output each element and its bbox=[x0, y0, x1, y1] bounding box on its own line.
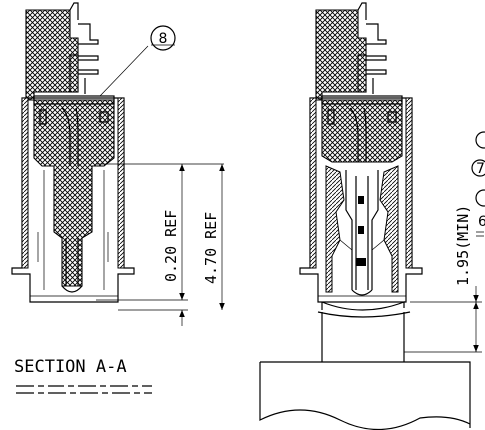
callout-6-label: 6 bbox=[478, 214, 485, 230]
mating-board bbox=[259, 361, 471, 430]
left-top-tab bbox=[69, 2, 79, 20]
callout-leader-line bbox=[99, 45, 149, 97]
right-section-view bbox=[259, 2, 471, 430]
dim-4-70-ref: 4.70 REF bbox=[202, 212, 220, 284]
section-a-a-title: SECTION A-A bbox=[14, 357, 127, 377]
mating-board-outline bbox=[321, 301, 405, 311]
right-insulator bbox=[321, 99, 403, 163]
section-label: SECTION A-A bbox=[14, 357, 152, 394]
left-contact-pin bbox=[61, 107, 79, 166]
right-dimensions: 1.95(MIN) bbox=[404, 205, 482, 353]
dim-0-20-ref: 0.20 REF bbox=[162, 210, 180, 282]
right-edge-callouts: 7 6 bbox=[471, 131, 485, 237]
left-right-pins bbox=[78, 23, 99, 94]
left-housing-pin-block bbox=[69, 54, 79, 93]
left-section-view bbox=[11, 2, 149, 303]
callout-8: 8 bbox=[150, 25, 176, 51]
callout-8-label: 8 bbox=[159, 31, 168, 47]
right-contact-springs bbox=[325, 107, 399, 296]
left-dimensions: 0.20 REF 4.70 REF bbox=[96, 163, 225, 326]
left-insulator bbox=[33, 99, 115, 287]
right-right-pins bbox=[366, 23, 387, 94]
dim-1-95-min: 1.95(MIN) bbox=[454, 205, 472, 286]
callout-7-label: 7 bbox=[476, 161, 485, 177]
